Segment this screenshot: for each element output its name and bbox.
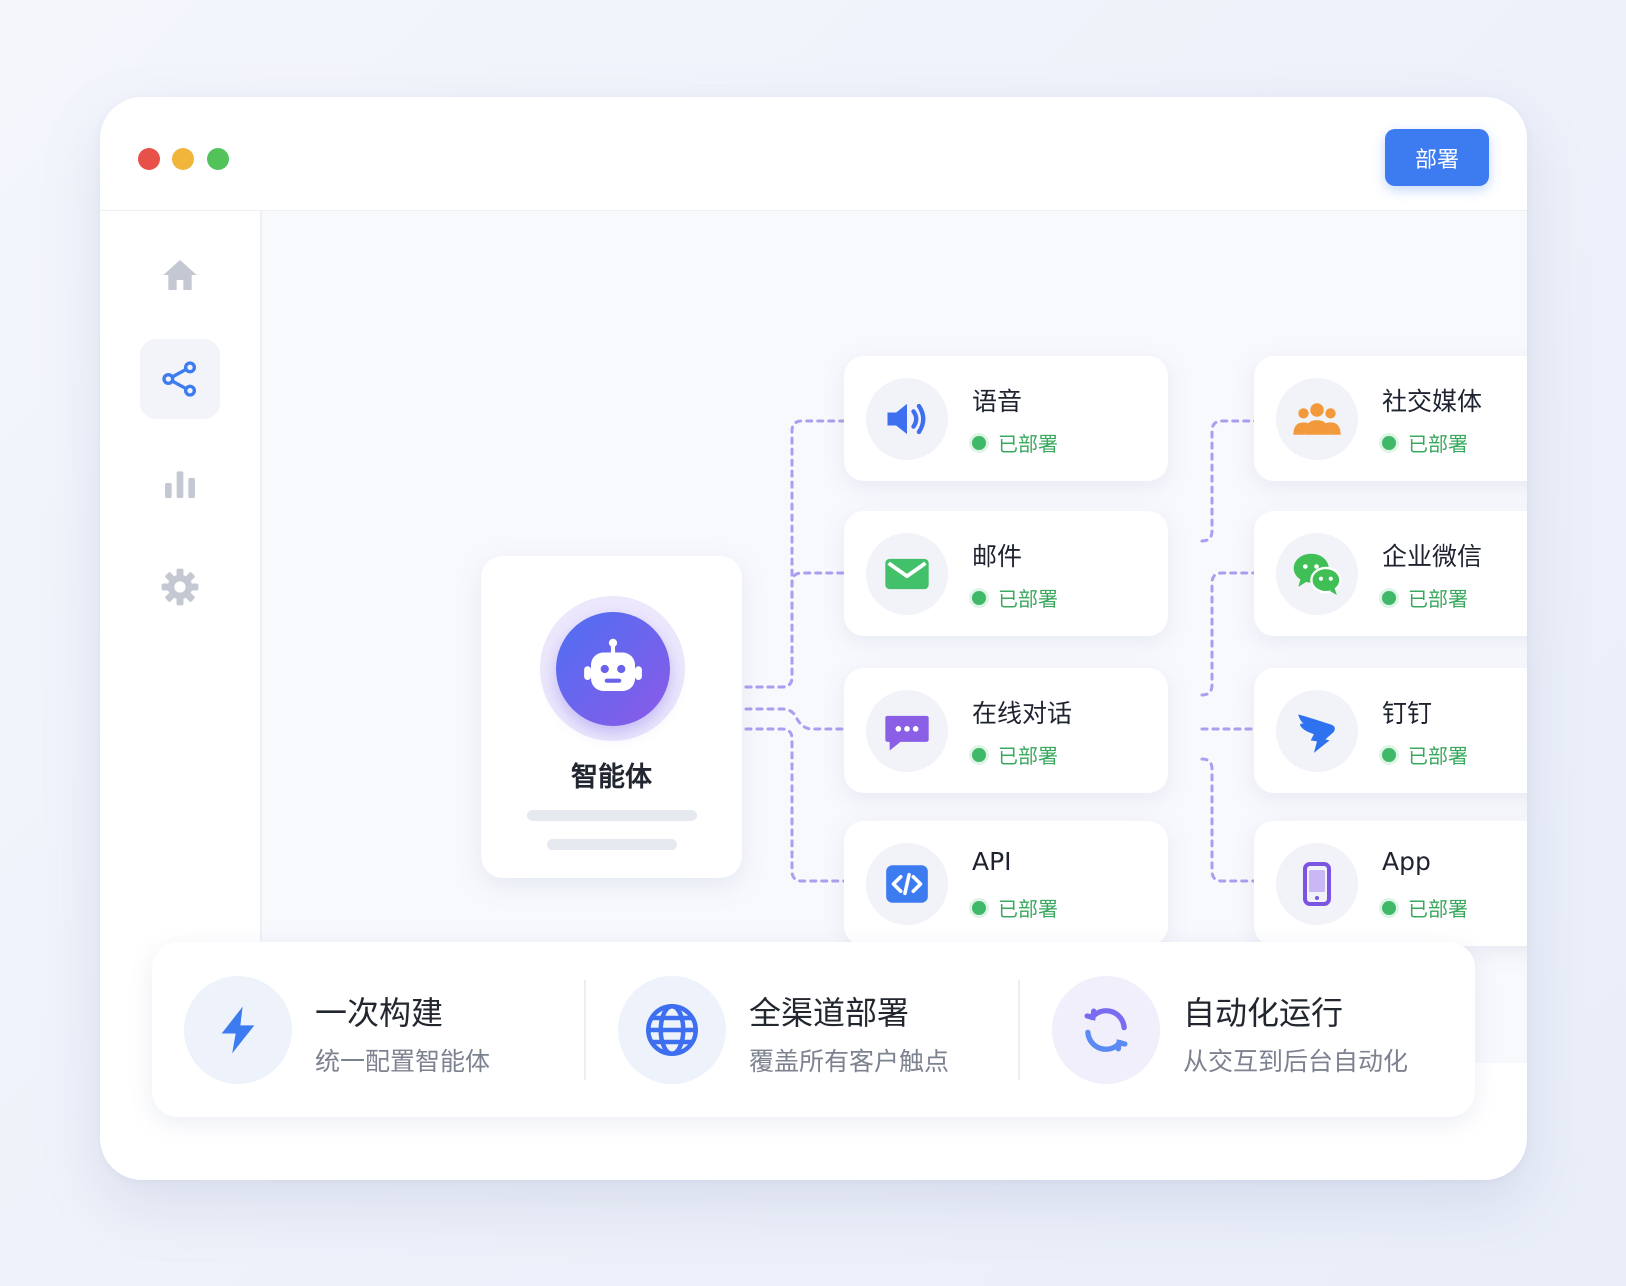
channel-card-chat[interactable]: 在线对话 已部署 bbox=[844, 668, 1168, 793]
status-badge: 已部署 bbox=[1382, 893, 1468, 922]
workflow-canvas: 智能体 语音 已部署 邮件 已部 bbox=[262, 211, 1527, 1063]
feature-subtitle: 从交互到后台自动化 bbox=[1183, 1047, 1409, 1076]
app-window: 部署 bbox=[100, 97, 1527, 1180]
status-badge: 已部署 bbox=[972, 428, 1058, 457]
refresh-cycle-icon bbox=[1084, 1008, 1128, 1052]
channel-name: App bbox=[1382, 847, 1431, 876]
channel-name: 语音 bbox=[972, 387, 1023, 416]
feature-subtitle: 统一配置智能体 bbox=[315, 1047, 491, 1076]
robot-icon bbox=[583, 638, 642, 691]
agent-name: 智能体 bbox=[571, 762, 652, 793]
channel-card-dingtalk[interactable]: 钉钉 已部署 bbox=[1254, 668, 1527, 793]
channel-name: 邮件 bbox=[972, 542, 1023, 571]
status-badge: 已部署 bbox=[972, 740, 1058, 769]
feature-title: 全渠道部署 bbox=[749, 994, 910, 1032]
sidebar-item-home[interactable] bbox=[140, 235, 220, 315]
sidebar-item-settings[interactable] bbox=[140, 547, 220, 627]
channel-card-voice[interactable]: 语音 已部署 bbox=[844, 356, 1168, 481]
window-minimize-button[interactable] bbox=[172, 148, 194, 170]
status-badge: 已部署 bbox=[1382, 428, 1468, 457]
channel-name: 社交媒体 bbox=[1382, 387, 1483, 416]
chat-bubble-icon bbox=[885, 715, 929, 751]
wechat-icon bbox=[1293, 553, 1342, 595]
channel-card-mail[interactable]: 邮件 已部署 bbox=[844, 511, 1168, 636]
speaker-icon bbox=[887, 403, 926, 435]
agent-card[interactable]: 智能体 bbox=[481, 556, 742, 878]
agent-avatar bbox=[555, 611, 670, 726]
status-badge: 已部署 bbox=[972, 893, 1058, 922]
divider bbox=[1018, 980, 1020, 1080]
channel-card-social-media[interactable]: 社交媒体 已部署 bbox=[1254, 356, 1527, 481]
window-close-button[interactable] bbox=[138, 148, 160, 170]
status-badge: 已部署 bbox=[1382, 740, 1468, 769]
feature-build-once: 一次构建 统一配置智能体 bbox=[152, 942, 582, 1117]
feature-panel: 一次构建 统一配置智能体 全渠道部署 覆盖所有客户触点 bbox=[152, 942, 1475, 1117]
sidebar-item-workflow[interactable] bbox=[140, 339, 220, 419]
connector-agent-voice bbox=[744, 419, 882, 689]
status-badge: 已部署 bbox=[1382, 583, 1468, 612]
sidebar bbox=[100, 211, 262, 941]
connector-chat-app bbox=[1200, 757, 1279, 883]
channel-name: API bbox=[972, 847, 1012, 876]
status-badge: 已部署 bbox=[972, 583, 1058, 612]
channel-card-app[interactable]: App 已部署 bbox=[1254, 821, 1527, 946]
channel-name: 企业微信 bbox=[1382, 542, 1483, 571]
bar-chart-icon bbox=[165, 471, 195, 498]
feature-omnichannel: 全渠道部署 覆盖所有客户触点 bbox=[586, 942, 1016, 1117]
code-icon bbox=[886, 865, 928, 903]
sidebar-item-analytics[interactable] bbox=[140, 443, 220, 523]
feature-title: 一次构建 bbox=[315, 994, 444, 1032]
feature-automation: 自动化运行 从交互到后台自动化 bbox=[1020, 942, 1450, 1117]
mail-icon bbox=[885, 558, 929, 590]
channel-card-wecom[interactable]: 企业微信 已部署 bbox=[1254, 511, 1527, 636]
connector-agent-chat bbox=[744, 707, 882, 731]
channel-name: 钉钉 bbox=[1382, 699, 1433, 728]
dingtalk-icon bbox=[1298, 714, 1335, 753]
feature-title: 自动化运行 bbox=[1183, 994, 1344, 1032]
feature-subtitle: 覆盖所有客户触点 bbox=[749, 1047, 950, 1076]
placeholder-line bbox=[547, 839, 677, 850]
gear-icon bbox=[161, 568, 199, 606]
channel-name: 在线对话 bbox=[972, 699, 1073, 728]
globe-icon bbox=[646, 1004, 698, 1056]
mobile-phone-icon bbox=[1303, 862, 1331, 906]
divider bbox=[584, 980, 586, 1080]
connector-chat-wechat bbox=[1200, 571, 1279, 697]
connector-agent-mail bbox=[744, 571, 882, 689]
deploy-button[interactable]: 部署 bbox=[1385, 129, 1489, 186]
title-bar: 部署 bbox=[100, 97, 1527, 212]
connector-mail-social bbox=[1200, 419, 1279, 543]
home-icon bbox=[163, 260, 197, 290]
lightning-icon bbox=[221, 1006, 255, 1054]
window-maximize-button[interactable] bbox=[207, 148, 229, 170]
channel-card-api[interactable]: API 已部署 bbox=[844, 821, 1168, 946]
placeholder-line bbox=[527, 810, 697, 821]
share-nodes-icon bbox=[162, 361, 196, 397]
people-icon bbox=[1293, 403, 1341, 435]
